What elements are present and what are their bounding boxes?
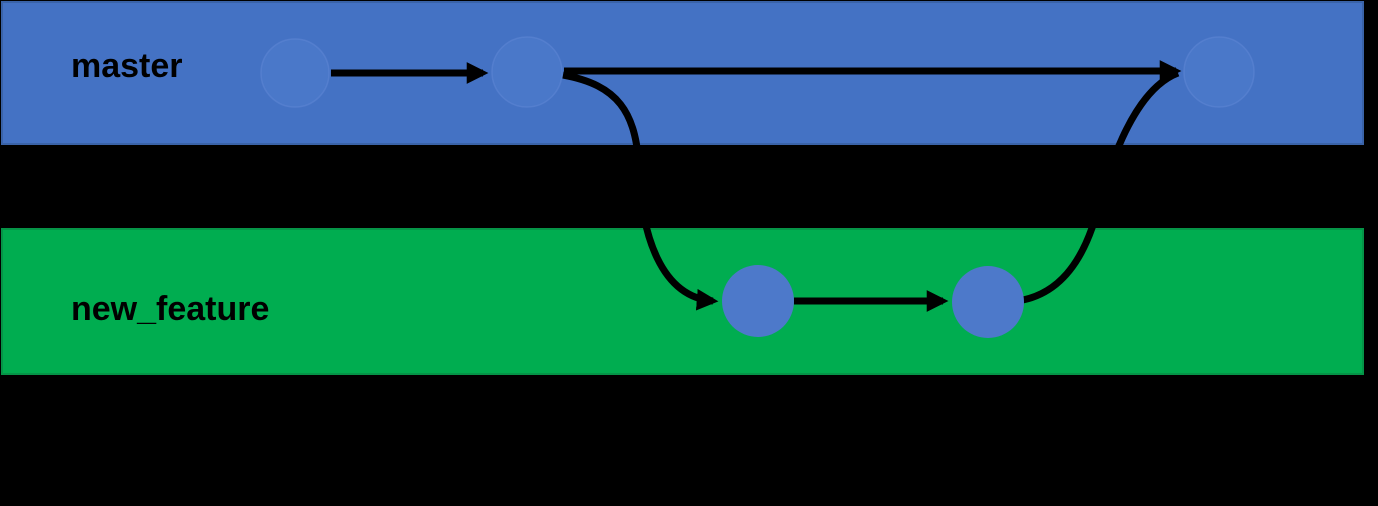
merge-back-curve [1022,69,1180,304]
branch-off-curve [562,71,719,311]
feature-branch-label: new_feature [71,290,269,328]
master-commit-node-1 [260,38,330,108]
feature-branch-band [1,228,1364,375]
feature-commit-node-1 [722,265,794,337]
master-commit-node-3 [1183,36,1255,108]
master-commit-node-2 [491,36,563,108]
master-branch-label: master [71,47,183,85]
feature-commit-node-2 [952,266,1024,338]
